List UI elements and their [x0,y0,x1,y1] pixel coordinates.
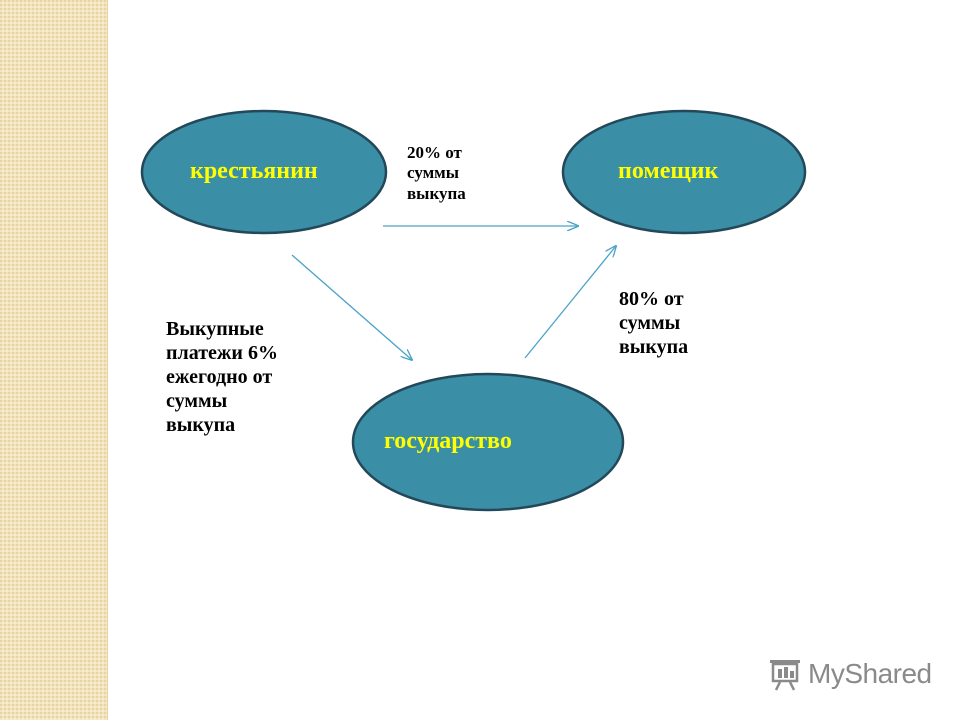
edge-label-peasant-to-state: Выкупные платежи 6% ежегодно от суммы вы… [166,318,278,436]
edge-label-peasant-to-landlord: 20% от суммы выкупа [407,143,466,203]
node-peasant-shape [140,109,388,235]
node-peasant-label: крестьянин [190,158,318,184]
watermark-logo: MyShared [768,656,932,692]
node-state-shape [351,372,625,512]
watermark-text: MyShared [808,658,932,689]
node-landlord-label: помещик [618,158,719,184]
presentation-board-icon [770,660,800,691]
decorative-side-strip [0,0,108,720]
node-landlord-shape [561,109,807,235]
edge-label-state-to-landlord: 80% от суммы выкупа [619,288,689,358]
arrow-peasant-to-state [291,254,412,360]
arrow-state-to-landlord [524,246,616,359]
node-state-label: государство [384,428,512,454]
